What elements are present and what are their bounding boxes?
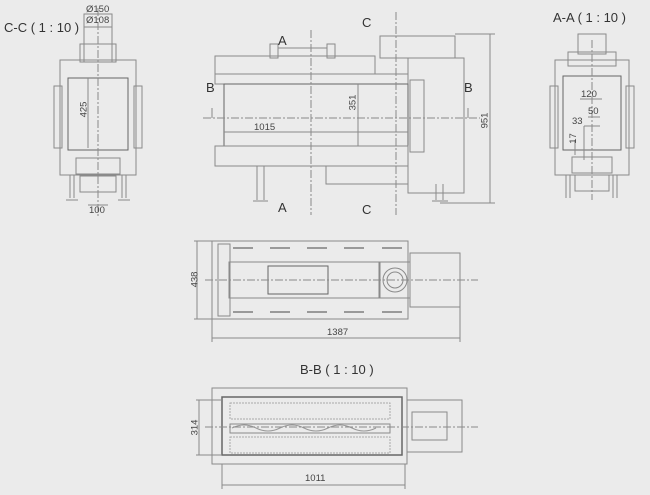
section-aa-drawing — [549, 33, 635, 200]
dim-aa-120: 120 — [581, 89, 597, 100]
section-cc-drawing — [53, 8, 143, 218]
dim-aa-33: 33 — [572, 116, 583, 127]
dim-aa-17: 17 — [567, 133, 579, 144]
section-marker-c-top: C — [362, 15, 372, 30]
section-aa-title: A-A ( 1 : 10 ) — [553, 10, 626, 25]
dim-outer-flue-diameter: Ø150 — [86, 4, 110, 15]
dim-total-height: 951 — [479, 112, 491, 129]
section-marker-b-left: B — [206, 80, 215, 95]
dim-plan-depth: 438 — [189, 271, 201, 288]
section-bb-drawing — [196, 387, 478, 489]
dim-bb-width: 1011 — [305, 473, 326, 484]
dim-cc-height: 425 — [78, 101, 90, 118]
front-elevation-drawing — [203, 12, 495, 215]
dim-aa-50: 50 — [588, 106, 599, 117]
section-marker-a-bottom: A — [278, 200, 287, 215]
plan-view-drawing — [194, 240, 478, 342]
dim-plan-length: 1387 — [327, 327, 349, 338]
dim-glass-width: 1015 — [254, 122, 276, 133]
section-marker-c-bottom: C — [362, 202, 372, 217]
section-marker-a-top: A — [278, 33, 287, 48]
dim-bb-depth: 314 — [189, 419, 201, 436]
dim-glass-height: 351 — [347, 94, 359, 111]
section-bb-title: B-B ( 1 : 10 ) — [300, 362, 374, 377]
section-cc-title: C-C ( 1 : 10 ) — [4, 20, 80, 35]
dim-cc-bottom-width: 100 — [89, 205, 105, 216]
dim-inner-flue-diameter: Ø108 — [86, 15, 110, 26]
section-marker-b-right: B — [464, 80, 473, 95]
